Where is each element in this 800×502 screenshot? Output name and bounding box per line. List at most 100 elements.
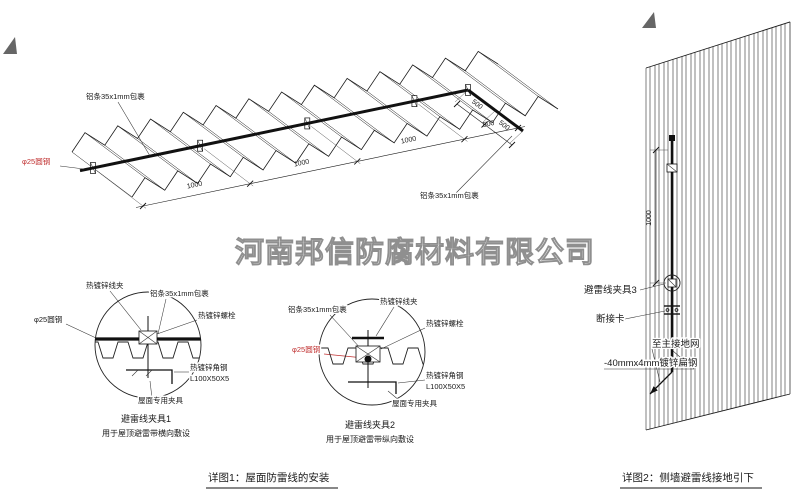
label-to-ground-grid: 至主接地网: [652, 338, 700, 350]
roof-ridge-line: [465, 70, 526, 116]
dim-tick: [481, 121, 488, 128]
dim-line: [135, 126, 526, 208]
corner-mark-left: [3, 37, 17, 54]
leader-line: [380, 327, 426, 350]
detail-circle-2-border: [318, 298, 426, 406]
annotation-lines: [59, 89, 695, 402]
angle-steel: [348, 381, 397, 394]
roof-ridge-line: [248, 98, 309, 144]
roof-ridge-line: [346, 78, 408, 124]
label-aluminum-strip-top: 铝条35x1mm包裹: [86, 91, 145, 101]
roof-ridge-line: [478, 51, 539, 97]
clamp-hatch: [355, 345, 381, 363]
label-round-steel: φ25圆钢: [34, 314, 62, 324]
figure-1-caption: 详图1：屋面防雷线的安装: [208, 471, 330, 484]
roof-ridge-line: [399, 84, 460, 130]
leader-line: [329, 314, 363, 351]
dim-tick: [461, 135, 468, 143]
leader-line: [157, 298, 167, 335]
roof-ridge-line: [117, 125, 178, 172]
roof-rear-edge: [71, 50, 499, 153]
clamp-hatch: [138, 330, 158, 345]
hatch-line: [131, 369, 139, 377]
roof-ridge-line: [202, 124, 264, 171]
dim-label-2: 1000: [293, 159, 310, 169]
roof-ridge-line: [366, 90, 428, 137]
disconnect-bolt: [674, 308, 679, 312]
dim-tick: [652, 146, 660, 154]
roof-ridge-line: [497, 63, 559, 110]
detail-circle-1-internals: [95, 316, 201, 384]
watermark-text: 河南邦信防腐材料有限公司: [235, 236, 595, 269]
roof-ridge-line: [301, 104, 362, 150]
clamp-hatch: [667, 278, 677, 288]
roof-sheet-profile: [95, 341, 201, 359]
detail-circle-1-border: [94, 291, 202, 399]
leader-line: [387, 390, 401, 402]
label-aluminum-strip-bottom: 铝条35x1mm包裹: [420, 190, 479, 200]
dim-tick: [139, 202, 147, 210]
dim-label-3: 1000: [400, 136, 417, 146]
leader-line: [639, 283, 665, 291]
roof-ridge-line: [215, 105, 277, 151]
roof-ridge-line: [84, 132, 146, 178]
dim-extension-line: [311, 126, 361, 164]
wall-dim-label: 1000: [646, 210, 653, 226]
label-angle-steel: 热镀锌角钢: [190, 362, 228, 372]
detail-2-title: 避雷线夹具2: [345, 419, 395, 430]
roof-ridge-line: [71, 151, 133, 198]
dim-extension-line: [418, 103, 468, 142]
wire-cross-section-dot: [364, 355, 372, 363]
label-roof-fixture: 屋面专用夹具: [138, 395, 183, 405]
figure-2-caption: 详图2：侧墙避雷线接地引下: [622, 471, 754, 484]
leader-line: [109, 290, 142, 331]
roof-ridge-line: [235, 117, 296, 164]
leader-line: [117, 101, 151, 157]
label-galvanized-bolt: 热镀锌螺栓: [426, 318, 464, 328]
detail-circle-1: 热镀锌线夹 铝条35x1mm包裹 热镀锌螺栓 φ25圆钢 热镀锌角钢 L100X…: [33, 279, 238, 439]
label-aluminum-strip: 铝条35x1mm包裹: [288, 304, 347, 314]
roof-ridge-line: [334, 97, 395, 144]
hatch-line: [145, 369, 153, 377]
dim-label-4: 500: [482, 120, 495, 129]
label-angle-spec: L100X50X5: [426, 382, 465, 391]
roof-ridge-line: [170, 131, 231, 177]
roof-ridge-line: [137, 138, 198, 184]
figure-captions: 详图1：屋面防雷线的安装 详图2：侧墙避雷线接地引下: [206, 471, 762, 489]
lightning-wire: [79, 88, 469, 173]
ground-arrow-head: [650, 386, 658, 394]
leader-line: [397, 379, 426, 384]
detail-1-title: 避雷线夹具1: [121, 413, 171, 424]
detail-circle-2: 铝条35x1mm包裹 热镀锌线夹 热镀锌螺栓 φ25圆钢 热镀锌角钢 L100X…: [287, 295, 467, 445]
detail-circle-1-labels: 热镀锌线夹 铝条35x1mm包裹 热镀锌螺栓 φ25圆钢 热镀锌角钢 L100X…: [33, 279, 238, 439]
leader-line: [651, 348, 661, 383]
leader-line: [156, 319, 198, 335]
leader-line: [65, 323, 97, 339]
dim-tick: [246, 180, 254, 188]
wall-labels: 避雷线夹具3 断接卡 至主接地网 -40mmx4mm镀锌扁钢: [583, 283, 702, 371]
label-round-steel: φ25圆钢: [292, 344, 320, 354]
dim-label-1: 1000: [186, 181, 203, 191]
label-angle-spec: L100X50X5: [190, 374, 229, 383]
roof-ridge-line: [432, 77, 493, 123]
dim-extension-line: [96, 170, 147, 209]
conductor-top-fitting: [669, 135, 675, 141]
dim-tick: [508, 141, 516, 149]
wall-clamp-circle: [663, 274, 681, 292]
label-galvanized-bolt: 热镀锌螺栓: [198, 310, 236, 320]
leader-line: [624, 310, 666, 320]
dim-extension-line: [454, 89, 469, 103]
detail-circle-2-labels: 铝条35x1mm包裹 热镀锌线夹 热镀锌螺栓 φ25圆钢 热镀锌角钢 L100X…: [287, 295, 467, 445]
leader-line: [375, 306, 395, 337]
roof-ridge-line: [104, 145, 165, 191]
roof-ridge-line: [314, 85, 375, 131]
roof-ridge-line: [445, 57, 506, 104]
roof-ridge-line: [268, 111, 329, 157]
roof-ridge-line: [150, 118, 211, 165]
label-galvanized-clamp: 热镀锌线夹: [86, 280, 124, 290]
label-aluminum-strip: 铝条35x1mm包裹: [150, 288, 209, 298]
label-roof-fixture: 屋面专用夹具: [392, 398, 437, 408]
roof-ridge-line: [281, 91, 342, 138]
dim-tick: [652, 279, 660, 287]
